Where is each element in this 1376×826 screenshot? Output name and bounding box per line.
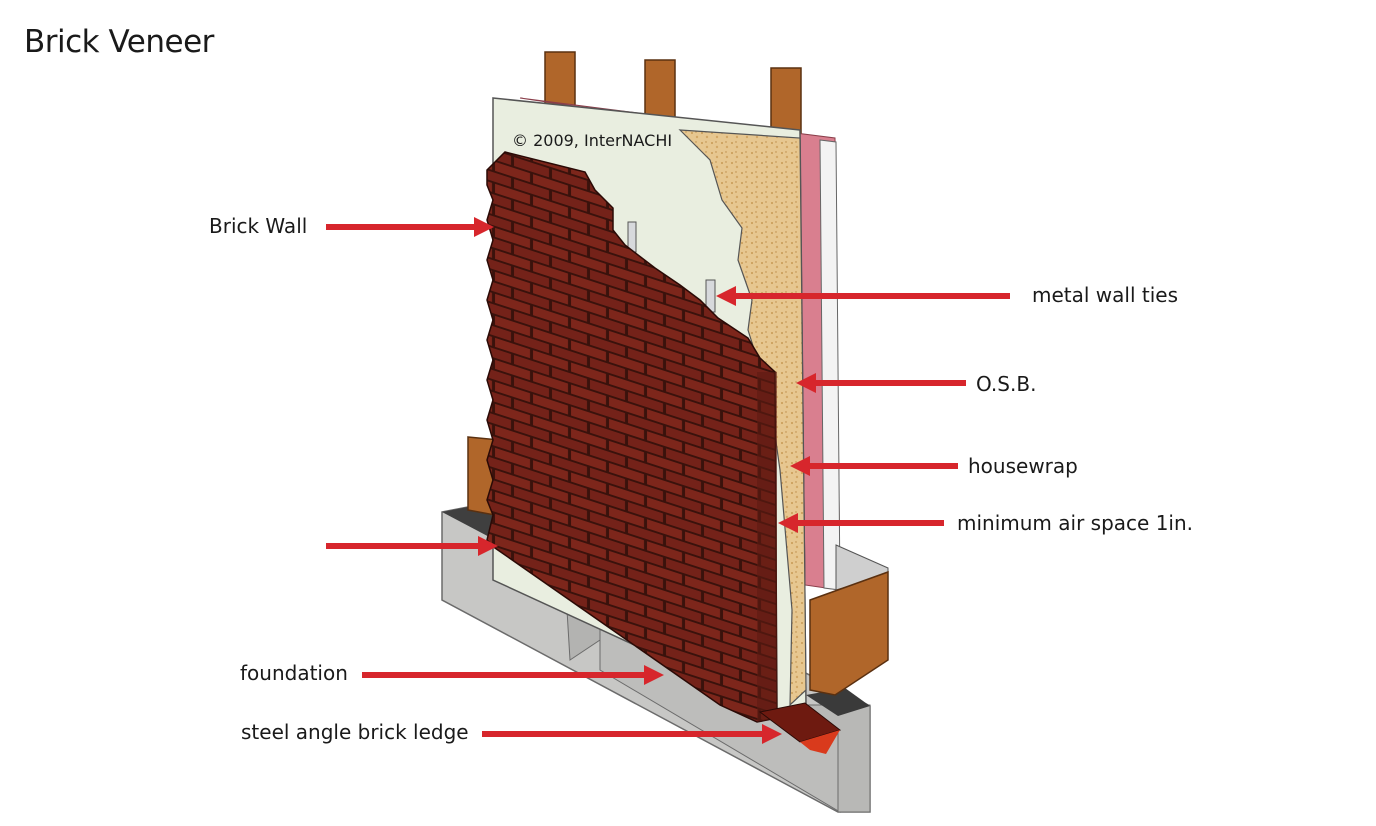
arrowhead-osb bbox=[796, 373, 816, 393]
arrowhead-foundation bbox=[644, 665, 664, 685]
diagram-title: Brick Veneer bbox=[24, 24, 214, 60]
callout-arrows bbox=[326, 217, 1010, 744]
arrowhead-brick-ledge bbox=[762, 724, 782, 744]
label-metal-wall-ties: metal wall ties bbox=[1032, 283, 1179, 307]
label-osb: O.S.B. bbox=[976, 372, 1037, 396]
arrowhead-metal-wall-ties bbox=[716, 286, 736, 306]
arrowhead-air-space bbox=[778, 513, 798, 533]
studs bbox=[544, 51, 802, 135]
osb-layer bbox=[678, 129, 807, 707]
label-air-space: minimum air space 1in. bbox=[957, 511, 1194, 535]
label-housewrap: housewrap bbox=[968, 454, 1078, 478]
label-foundation: foundation bbox=[240, 661, 348, 685]
arrowhead-brick-wall bbox=[474, 217, 494, 237]
arrowhead-housewrap bbox=[790, 456, 810, 476]
label-brick-ledge: steel angle brick ledge bbox=[241, 720, 469, 744]
copyright-text: © 2009, InterNACHI bbox=[512, 131, 672, 150]
brick-wall bbox=[486, 151, 778, 723]
steel-angle-brick-ledge bbox=[758, 702, 842, 754]
label-brick-wall: Brick Wall bbox=[209, 214, 308, 238]
arrowhead-unlabeled bbox=[478, 536, 498, 556]
